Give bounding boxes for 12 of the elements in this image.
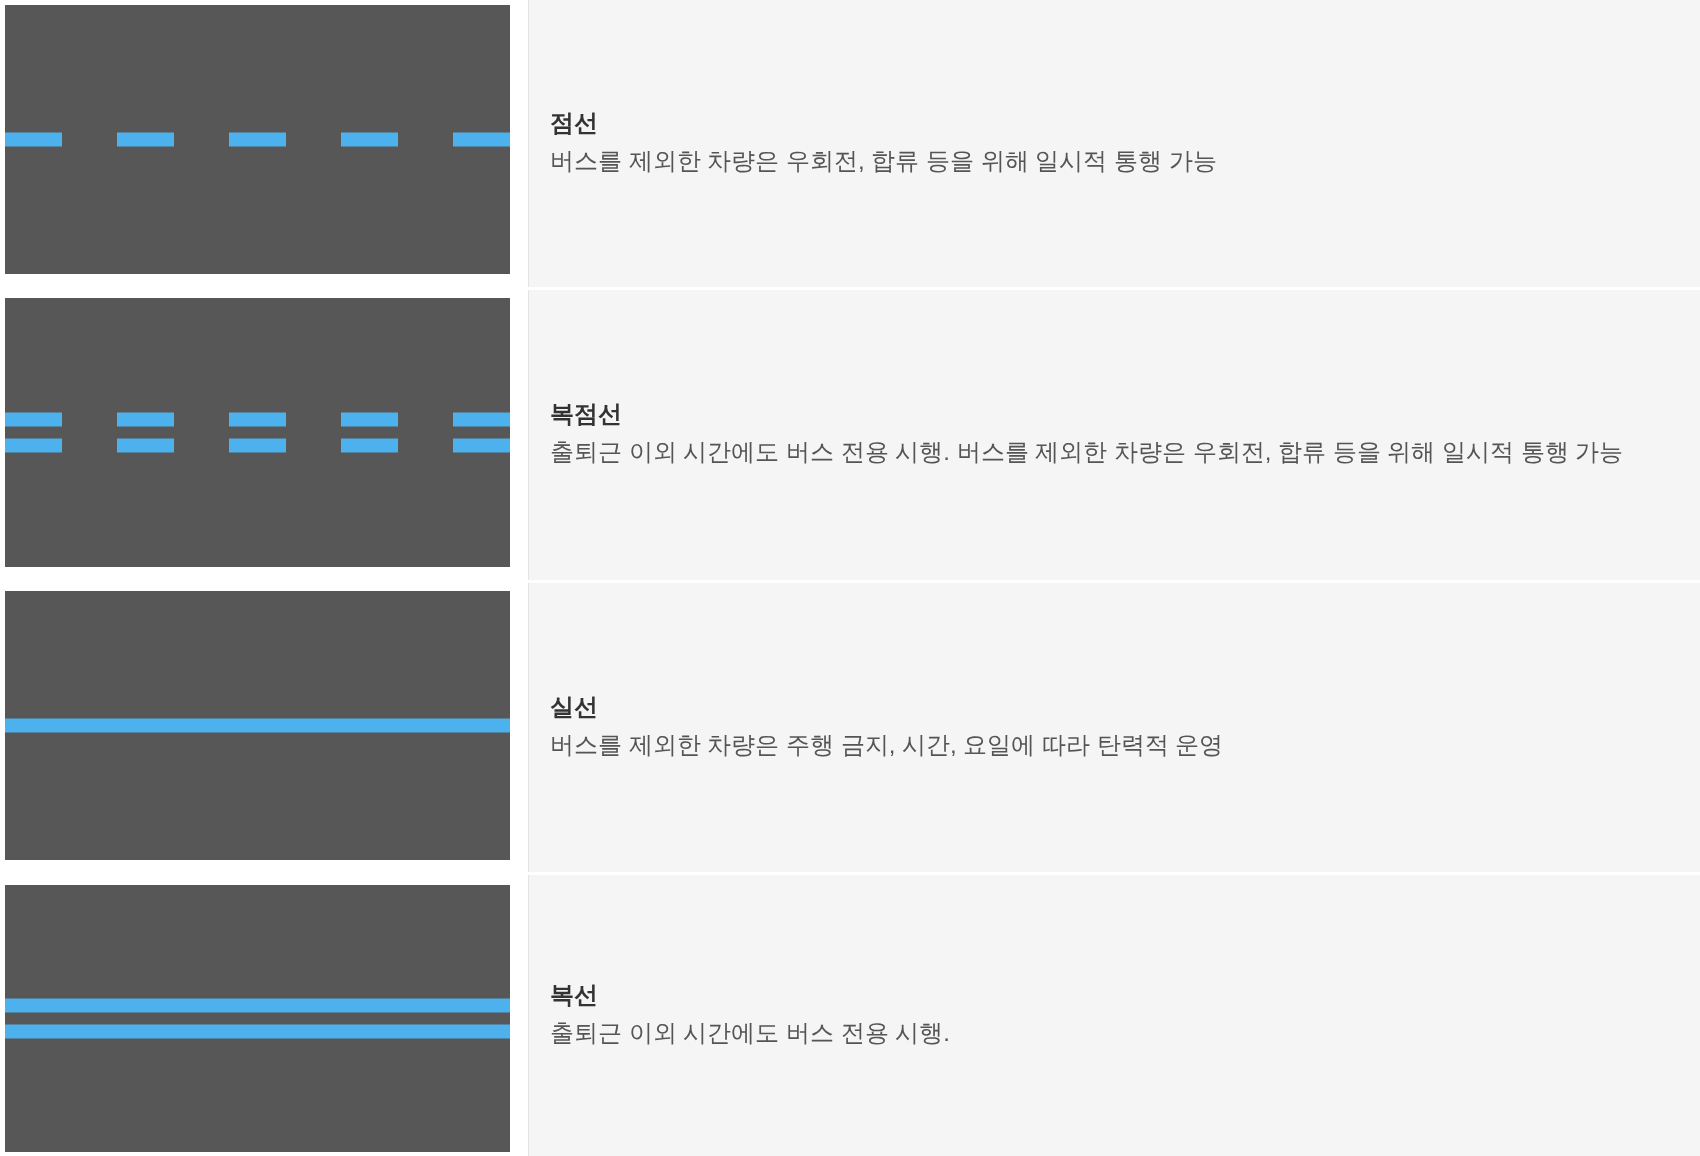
description-panel bbox=[528, 290, 1700, 580]
lane-type-heading: 복점선 bbox=[550, 399, 622, 429]
lane-rule-text: 버스를 제외한 차량은 주행 금지, 시간, 요일에 따라 탄력적 운영 bbox=[550, 729, 1224, 760]
lane-rule-text: 출퇴근 이외 시간에도 버스 전용 시행. bbox=[550, 1017, 950, 1048]
description-panel bbox=[528, 583, 1700, 872]
lane-type-heading: 복선 bbox=[550, 979, 598, 1010]
lane-rule-text: 버스를 제외한 차량은 우회전, 합류 등을 위해 일시적 통행 가능 bbox=[550, 145, 1217, 176]
lane-type-heading: 실선 bbox=[550, 691, 598, 722]
lane-type-heading: 점선 bbox=[550, 107, 598, 138]
description-panel bbox=[528, 0, 1700, 287]
lane-rule-text: 출퇴근 이외 시간에도 버스 전용 시행. 버스를 제외한 차량은 우회전, 합류 등을 위해 일시적 통행 가능 bbox=[550, 437, 1624, 467]
description-panel bbox=[528, 875, 1700, 1156]
